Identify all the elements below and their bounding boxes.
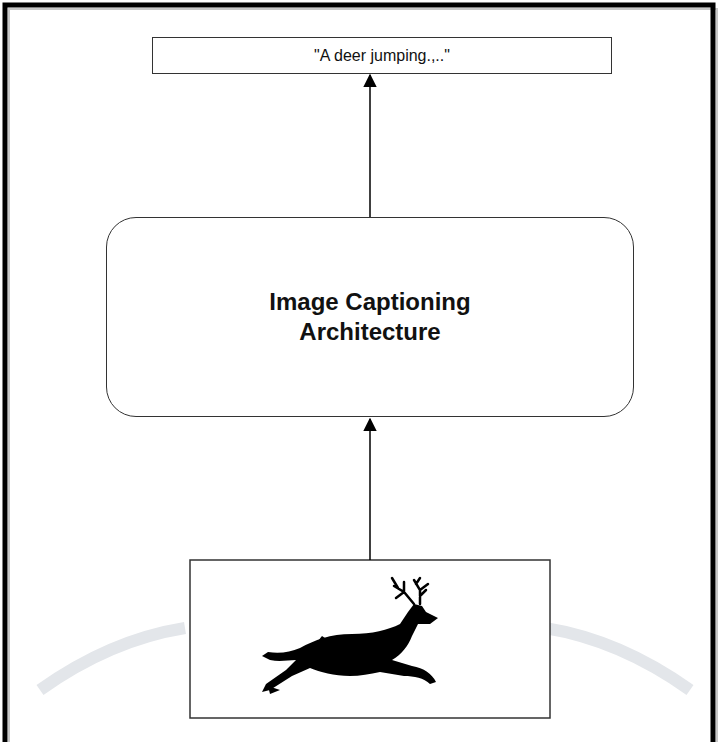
frame-shadow bbox=[9, 9, 717, 742]
frame bbox=[5, 5, 713, 742]
output-caption-box: "A deer jumping.,.." bbox=[152, 37, 612, 74]
input-image-box bbox=[190, 560, 550, 718]
node-text: "A deer jumping.,.." bbox=[314, 46, 450, 66]
node-text: Image Captioning Architecture bbox=[245, 287, 495, 347]
connector-arrow bbox=[369, 75, 371, 217]
deer-silhouette bbox=[262, 578, 438, 694]
process-box: Image Captioning Architecture bbox=[106, 217, 634, 417]
input-arrow bbox=[369, 419, 371, 560]
